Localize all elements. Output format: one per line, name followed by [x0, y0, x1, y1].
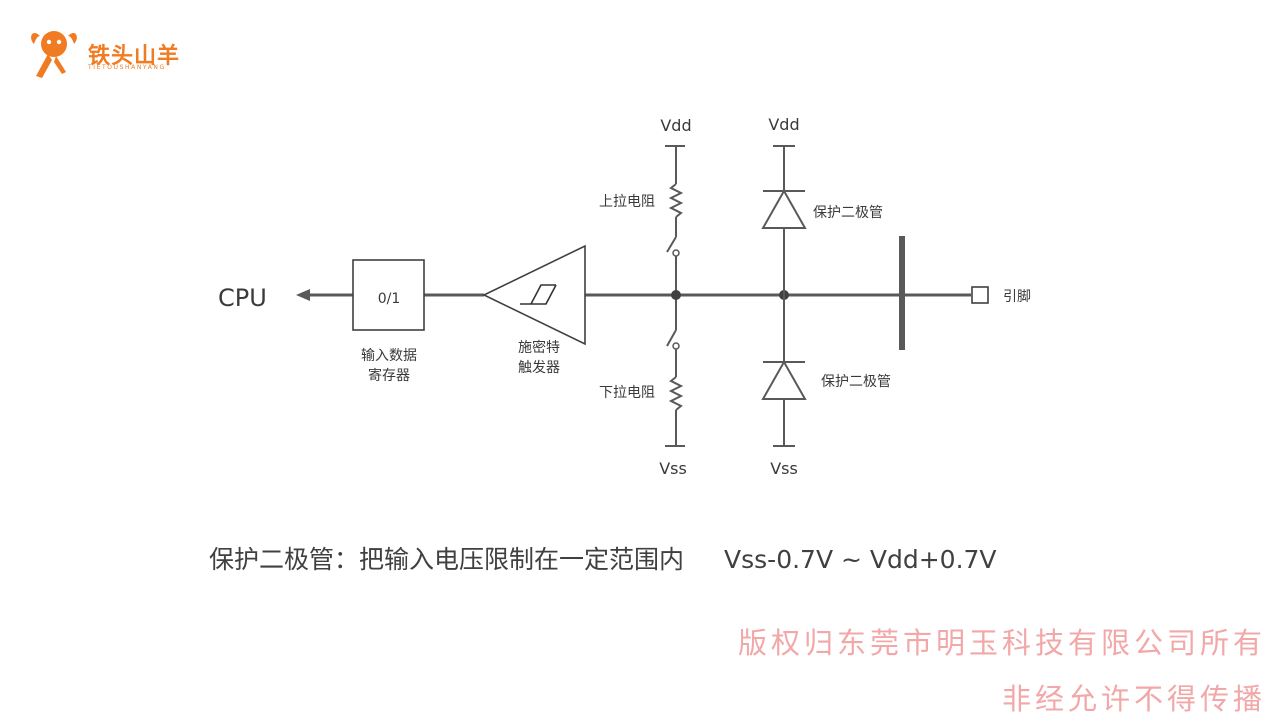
voltage-range-formula: Vss-0.7V ~ Vdd+0.7V [724, 545, 997, 574]
schmitt-trigger [482, 244, 586, 346]
pin-pad [971, 286, 989, 304]
copyright-line1: 版权归东莞市明玉科技有限公司所有 [737, 626, 1266, 660]
pulldown-label: 下拉电阻 [599, 385, 655, 401]
caption: 保护二极管：把输入电压限制在一定范围内 Vss-0.7V ~ Vdd+0.7V [209, 540, 997, 576]
goat-head-icon [31, 31, 77, 78]
pullup-resistor [668, 183, 684, 218]
vss-right-label: Vss [770, 459, 798, 478]
diode-bottom-label: 保护二极管 [821, 374, 891, 390]
register-label-line2: 寄存器 [368, 367, 410, 384]
caption-text: 保护二极管：把输入电压限制在一定范围内 [209, 545, 685, 574]
vdd-left-label: Vdd [660, 116, 691, 135]
pullup-switch [666, 236, 677, 253]
pullup-label: 上拉电阻 [599, 194, 655, 210]
diode-top-label: 保护二极管 [813, 205, 883, 221]
register-label-line1: 输入数据 [361, 348, 417, 364]
protection-diode-top [761, 188, 807, 229]
cpu-label: CPU [218, 284, 267, 312]
copyright-line2: 非经允许不得传播 [1001, 682, 1266, 716]
hysteresis-icon [520, 284, 557, 305]
pin-label: 引脚 [1003, 289, 1031, 305]
pulldown-resistor [668, 376, 684, 411]
input-data-register [352, 259, 425, 331]
schmitt-label-line2: 触发器 [518, 360, 560, 376]
protection-diode-bottom [761, 359, 807, 400]
brand-name: 铁头山羊 [88, 44, 181, 69]
brand-subtitle: TIETOUSHANYANG [88, 64, 166, 71]
schmitt-label-line1: 施密特 [518, 339, 560, 356]
pulldown-switch [666, 329, 677, 347]
brand-logo: 铁头山羊 TIETOUSHANYANG [26, 24, 216, 84]
vss-left-label: Vss [659, 459, 687, 478]
vdd-right-label: Vdd [768, 115, 799, 134]
register-value: 0/1 [378, 291, 401, 307]
arrow-left-icon [296, 289, 310, 301]
junction-dot [671, 290, 681, 300]
